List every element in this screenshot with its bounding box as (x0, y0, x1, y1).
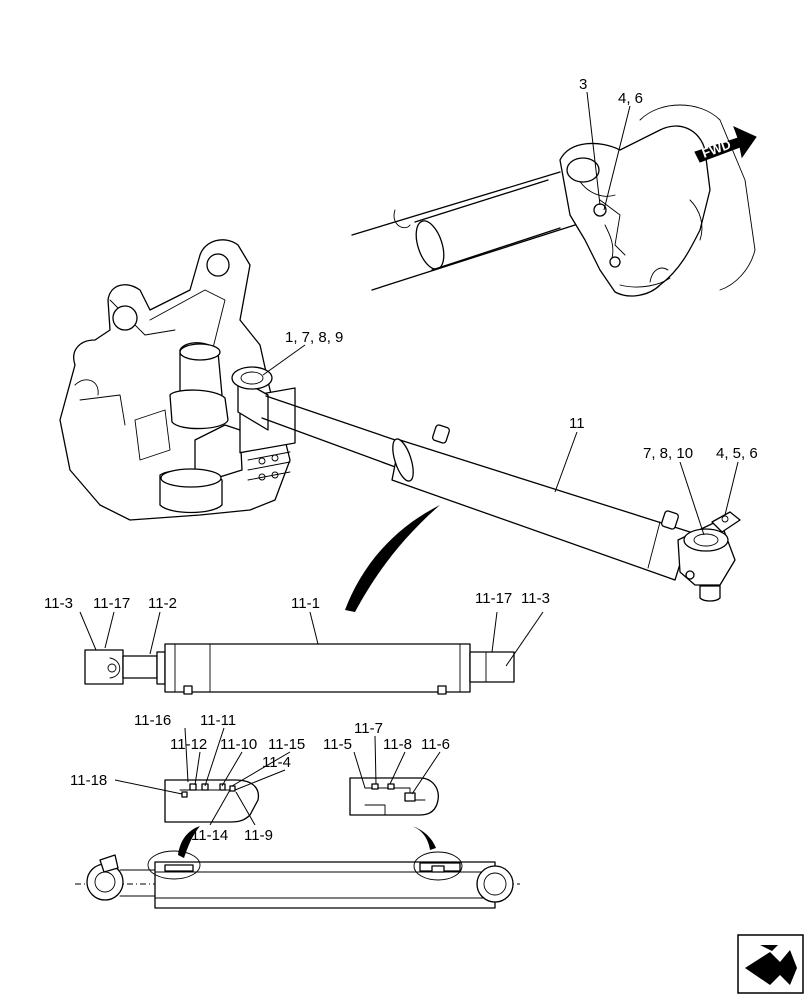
callout-11-9: 11-9 (244, 827, 273, 844)
callout-11: 11 (569, 415, 585, 432)
callout-3: 3 (579, 76, 587, 93)
boom-swing-cylinder (261, 395, 741, 602)
fwd-label: FWD (700, 137, 733, 161)
callout-4-5-6: 4, 5, 6 (716, 445, 758, 462)
callout-11-1: 11-1 (291, 595, 320, 612)
callout-1-7-8-9: 1, 7, 8, 9 (285, 329, 343, 346)
callout-7-8-10: 7, 8, 10 (643, 445, 693, 462)
rod-end-mounting-detail (351, 104, 756, 297)
rod-seal-detail (164, 779, 260, 823)
callout-11-15: 11-15 (268, 736, 305, 753)
callout-11-12: 11-12 (170, 736, 207, 753)
cylinder-side-view (84, 643, 515, 695)
detail-arrow-left (178, 826, 200, 858)
leader-lines (79, 91, 739, 826)
callout-11-17-left: 11-17 (93, 595, 130, 612)
callout-11-10: 11-10 (220, 736, 257, 753)
detail-pointer-arrow (345, 505, 440, 612)
detail-arrow-right (412, 826, 436, 850)
callout-11-16: 11-16 (134, 712, 171, 729)
callout-11-14: 11-14 (191, 827, 228, 844)
callout-11-5: 11-5 (323, 736, 352, 753)
callout-11-6: 11-6 (421, 736, 450, 753)
callout-11-18: 11-18 (70, 772, 107, 789)
callout-4-6-top: 4, 6 (618, 90, 643, 107)
callout-11-17-right: 11-17 (475, 590, 512, 607)
callout-11-3-right: 11-3 (521, 590, 550, 607)
callout-11-7: 11-7 (354, 720, 383, 737)
callout-11-2: 11-2 (148, 595, 177, 612)
callout-11-11: 11-11 (200, 712, 236, 729)
swing-frame-assembly (59, 239, 296, 521)
callout-11-8: 11-8 (383, 736, 412, 753)
arrow-navigation-icon[interactable] (737, 934, 804, 994)
callout-11-3-left: 11-3 (44, 595, 73, 612)
cylinder-cutaway-view (75, 850, 520, 909)
callout-labels: 3 4, 6 1, 7, 8, 9 11 7, 8, 10 4, 5, 6 11… (44, 76, 758, 844)
callout-11-4: 11-4 (262, 754, 291, 771)
